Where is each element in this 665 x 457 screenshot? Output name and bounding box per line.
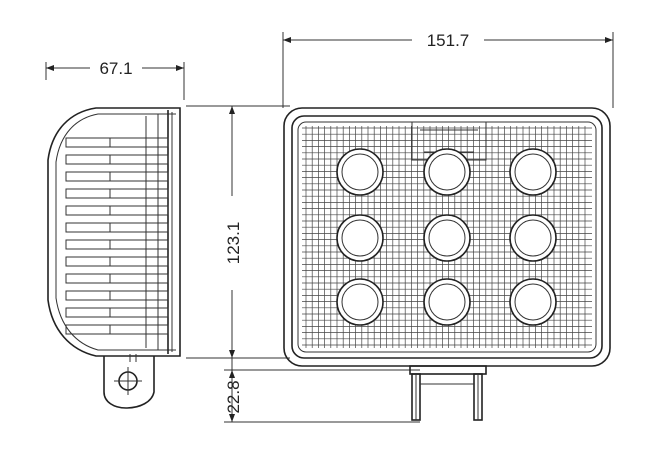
fin: [65, 137, 169, 148]
front-width-label: 151.7: [427, 31, 470, 50]
led-reflector: [423, 278, 471, 326]
bracket-height-label: 22.8: [224, 380, 243, 413]
led-array: [336, 148, 557, 326]
fin: [65, 154, 169, 165]
front-width-dimension: 151.7: [282, 31, 614, 108]
side-bracket: [103, 354, 155, 409]
led-reflector: [423, 148, 471, 196]
fin: [65, 171, 169, 182]
side-housing: [47, 107, 181, 357]
fin: [65, 188, 169, 199]
led-reflector: [336, 148, 384, 196]
fin: [65, 256, 169, 267]
fin: [65, 239, 169, 250]
side-width-dimension: 67.1: [45, 59, 185, 100]
led-reflector: [509, 214, 557, 262]
led-reflector: [336, 214, 384, 262]
fin: [65, 205, 169, 216]
fin: [65, 222, 169, 233]
bracket-height-dimension: 22.8: [224, 358, 420, 423]
led-reflector: [336, 278, 384, 326]
cooling-fins: [65, 137, 169, 335]
led-reflector: [509, 278, 557, 326]
led-reflector: [509, 148, 557, 196]
height-dimension: 123.1: [186, 105, 290, 359]
side-view: 67.1: [45, 59, 185, 409]
led-reflector: [423, 214, 471, 262]
fin: [65, 324, 169, 335]
front-bracket: [409, 365, 487, 421]
fin: [65, 273, 169, 284]
front-height-label: 123.1: [224, 222, 243, 265]
fin: [65, 307, 169, 318]
side-width-label: 67.1: [99, 59, 132, 78]
front-view: 151.7: [282, 31, 614, 421]
fin: [65, 290, 169, 301]
